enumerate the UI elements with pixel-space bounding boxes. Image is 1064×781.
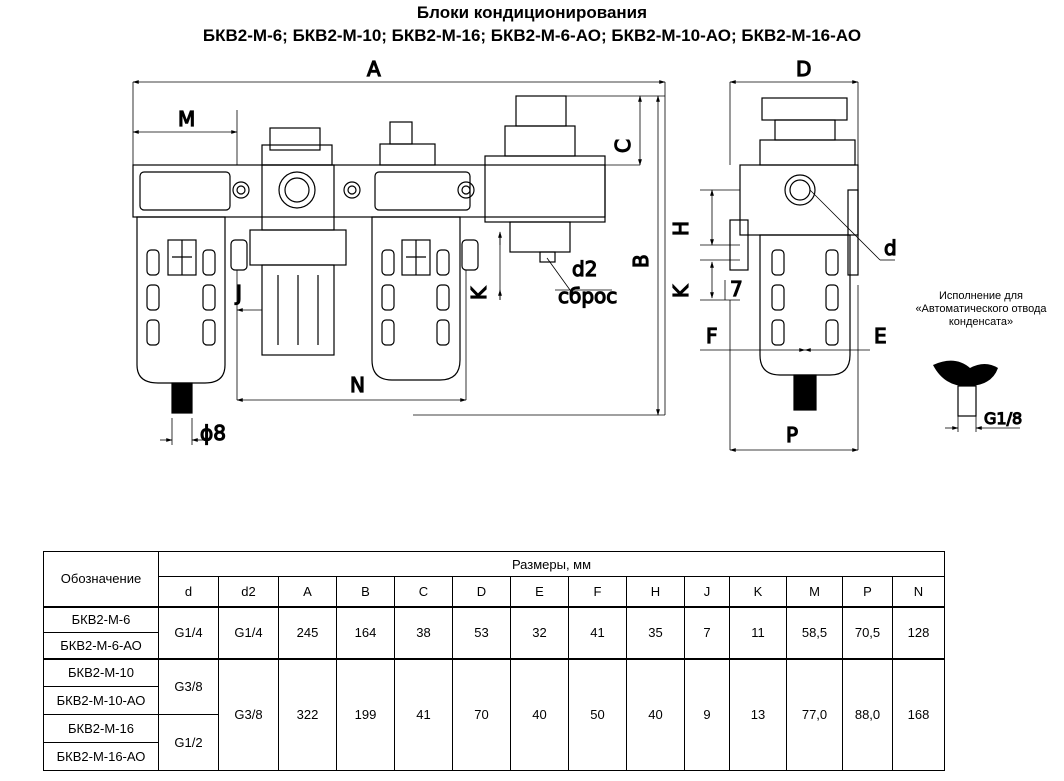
- cell-n: 168: [892, 658, 945, 771]
- cell-m: 77,0: [786, 658, 843, 771]
- col-header: D: [452, 576, 511, 608]
- cell-d2: G3/8: [218, 658, 279, 771]
- row-designation: БКВ2-М-16: [43, 714, 159, 743]
- dim-label-m: M: [178, 107, 195, 131]
- cell-d-dim: 53: [452, 606, 511, 660]
- col-header: N: [892, 576, 945, 608]
- front-dimensions: [132, 80, 666, 445]
- cell-f: 50: [568, 658, 627, 771]
- dim-label-phi8: ϕ8: [200, 421, 226, 445]
- cell-n: 128: [892, 606, 945, 660]
- col-header: d2: [218, 576, 279, 608]
- col-header: B: [336, 576, 395, 608]
- col-header: C: [394, 576, 453, 608]
- cell-h: 40: [626, 658, 685, 771]
- cell-d: G1/4: [158, 606, 219, 660]
- cell-j: 7: [684, 606, 730, 660]
- cell-e: 40: [510, 658, 569, 771]
- dim-label-k: K: [467, 286, 491, 300]
- row-designation: БКВ2-М-16-АО: [43, 742, 159, 771]
- dim-label-j: J: [234, 281, 242, 305]
- cell-p: 70,5: [842, 606, 893, 660]
- auto-drain-note: Исполнение для «Автоматического отвода к…: [915, 290, 1047, 328]
- dim-label-f: F: [706, 324, 718, 348]
- dim-label-7: 7: [730, 277, 743, 301]
- col-header: M: [786, 576, 843, 608]
- dim-label-sbros: сброс: [558, 284, 617, 308]
- dim-label-d2: d2: [572, 257, 597, 281]
- drawing-subtitle: БКВ2-М-6; БКВ2-М-10; БКВ2-М-16; БКВ2-М-6…: [202, 26, 862, 45]
- dim-label-d: d: [884, 236, 897, 260]
- dim-label-h: H: [669, 221, 693, 236]
- side-view: [729, 97, 859, 411]
- cell-e: 32: [510, 606, 569, 660]
- cell-d: G1/2: [158, 714, 219, 771]
- cell-d-dim: 70: [452, 658, 511, 771]
- cell-c: 38: [394, 606, 453, 660]
- col-header: d: [158, 576, 219, 608]
- dim-label-n: N: [350, 373, 365, 397]
- technical-drawing: A M C B J K N ϕ8 d2 сброс D H K 7 F E P …: [132, 56, 1023, 452]
- cell-m: 58,5: [786, 606, 843, 660]
- drawing-title: Блоки кондиционирования: [416, 3, 648, 22]
- dim-label-c: C: [611, 139, 635, 153]
- cell-h: 35: [626, 606, 685, 660]
- cell-k: 11: [729, 606, 787, 660]
- dim-label-g18: G1/8: [984, 409, 1022, 428]
- dimensions-table: Обозначение Размеры, мм d d2 A B C D E F…: [43, 551, 945, 771]
- designation-header: Обозначение: [43, 551, 159, 608]
- cell-f: 41: [568, 606, 627, 660]
- dim-label-k-side: K: [669, 284, 693, 298]
- cell-p: 88,0: [842, 658, 893, 771]
- col-header: P: [842, 576, 893, 608]
- row-designation: БКВ2-М-10: [43, 658, 159, 687]
- cell-k: 13: [729, 658, 787, 771]
- col-header: K: [729, 576, 787, 608]
- col-header: A: [278, 576, 337, 608]
- cell-d: G3/8: [158, 658, 219, 715]
- cell-j: 9: [684, 658, 730, 771]
- col-header: J: [684, 576, 730, 608]
- cell-a: 322: [278, 658, 337, 771]
- dimensions-header: Размеры, мм: [158, 551, 945, 577]
- auto-drain-detail: [933, 360, 1020, 432]
- col-header: E: [510, 576, 569, 608]
- row-designation: БКВ2-М-10-АО: [43, 686, 159, 715]
- front-view: [132, 95, 606, 414]
- dim-label-d-upper: D: [796, 57, 811, 81]
- col-header: F: [568, 576, 627, 608]
- col-header: H: [626, 576, 685, 608]
- cell-d2: G1/4: [218, 606, 279, 660]
- cell-b: 199: [336, 658, 395, 771]
- cell-c: 41: [394, 658, 453, 771]
- side-dimensions: [700, 80, 895, 452]
- row-designation: БКВ2-М-6-АО: [43, 632, 159, 660]
- row-designation: БКВ2-М-6: [43, 606, 159, 633]
- dim-label-a: A: [367, 57, 381, 81]
- cell-a: 245: [278, 606, 337, 660]
- dim-label-p: P: [786, 423, 798, 447]
- dim-label-e: E: [874, 324, 887, 348]
- dim-label-b: B: [629, 254, 653, 268]
- cell-b: 164: [336, 606, 395, 660]
